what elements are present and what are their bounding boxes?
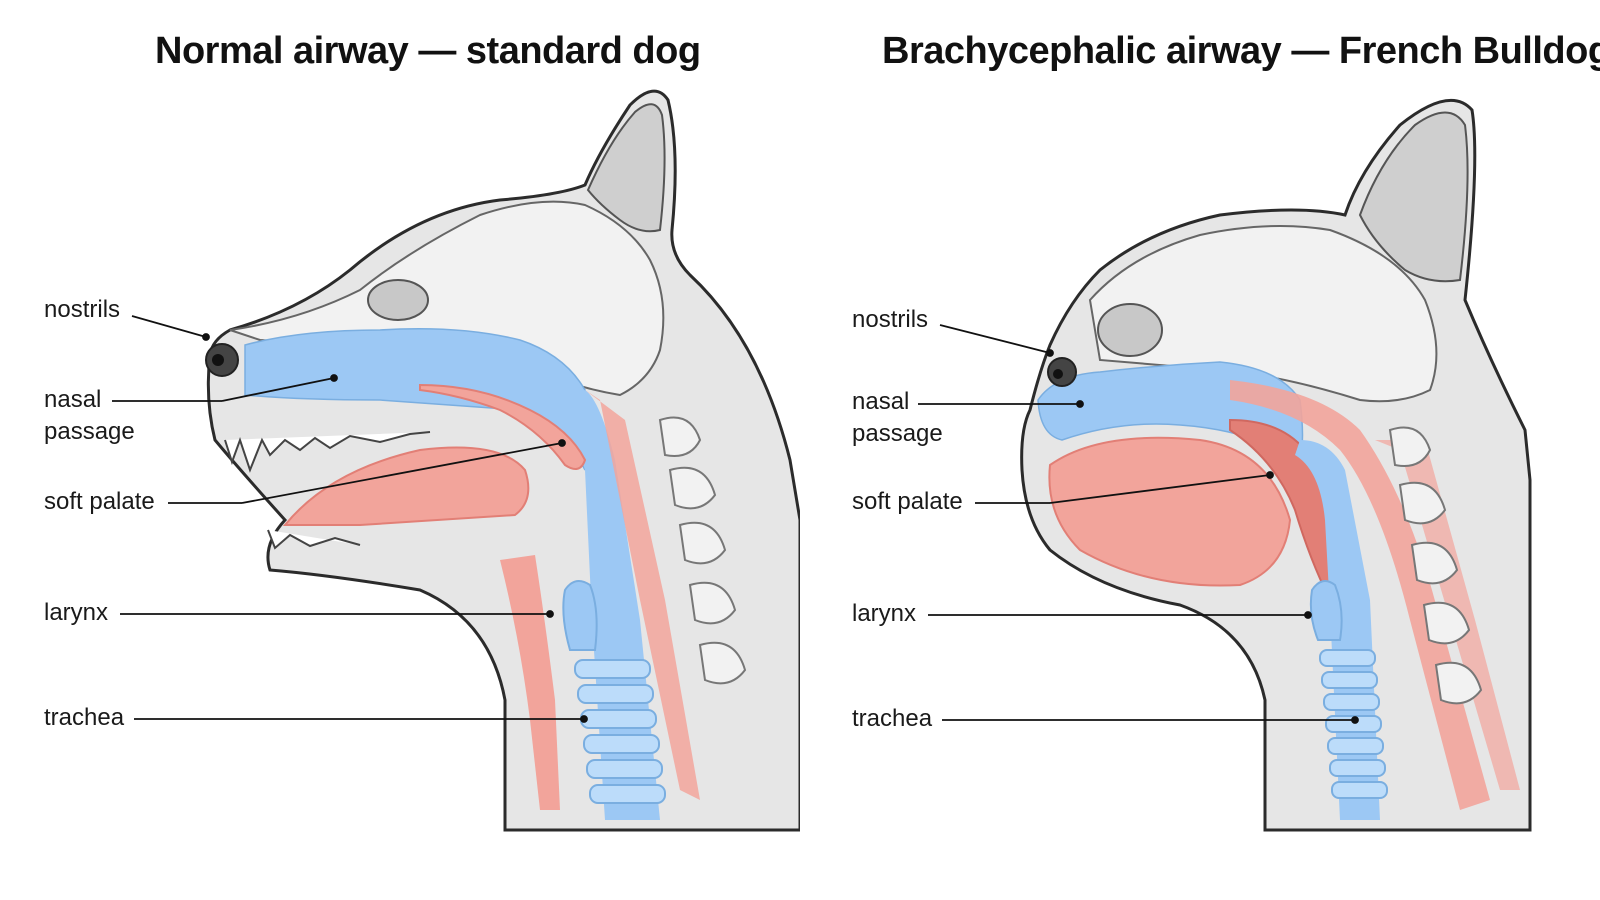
lower-teeth: [267, 529, 361, 550]
label-nasal-passage-line2: passage: [852, 420, 943, 447]
label-larynx: larynx: [44, 599, 109, 626]
label-soft-palate: soft palate: [44, 488, 155, 515]
esophagus: [1375, 440, 1520, 790]
tongue: [282, 446, 530, 526]
eye-orbit: [367, 279, 429, 321]
panel-brachycephalic-airway: Brachycephalic airway — French Bulldog: [800, 0, 1600, 900]
label-nasal-passage-line1: nasal: [44, 386, 102, 413]
soft-palate-shape: [419, 383, 587, 470]
eye-orbit: [1097, 303, 1163, 357]
ear: [1358, 111, 1469, 283]
panel-title: Normal airway — standard dog: [155, 30, 701, 72]
label-nasal-passage: nasal passage: [44, 384, 154, 448]
dog-head-illustration: [112, 89, 800, 832]
throat-tissue: [500, 555, 560, 810]
upper-teeth: [224, 431, 431, 473]
panel-title: Brachycephalic airway — French Bulldog: [882, 30, 1600, 72]
tongue: [1048, 436, 1292, 587]
nostril-opening: [212, 354, 224, 366]
label-nasal-passage-line1: nasal: [852, 388, 910, 415]
label-trachea: trachea: [852, 705, 933, 732]
cervical-vertebrae: [1388, 426, 1483, 705]
larynx-shape: [562, 580, 598, 651]
label-soft-palate: soft palate: [852, 488, 963, 515]
label-nasal-passage: nasal passage: [852, 386, 962, 450]
throat-tissue: [1230, 380, 1490, 810]
larynx-shape: [1309, 580, 1343, 641]
label-nasal-passage-line2: passage: [44, 418, 135, 445]
bulldog-head-illustration: [918, 98, 1532, 832]
trachea-rings: [574, 659, 666, 804]
trachea-rings: [1319, 649, 1388, 799]
ear: [586, 103, 666, 233]
label-trachea: trachea: [44, 704, 125, 731]
label-larynx: larynx: [852, 600, 917, 627]
cervical-vertebrae: [658, 416, 747, 685]
esophagus: [585, 390, 700, 800]
leader-lines: [918, 324, 1359, 724]
label-nostrils: nostrils: [44, 296, 121, 323]
nostril-opening: [1053, 369, 1063, 379]
leader-lines: [112, 315, 588, 723]
label-nostrils: nostrils: [852, 306, 929, 333]
panel-normal-airway: Normal airway — standard dog: [44, 30, 800, 832]
